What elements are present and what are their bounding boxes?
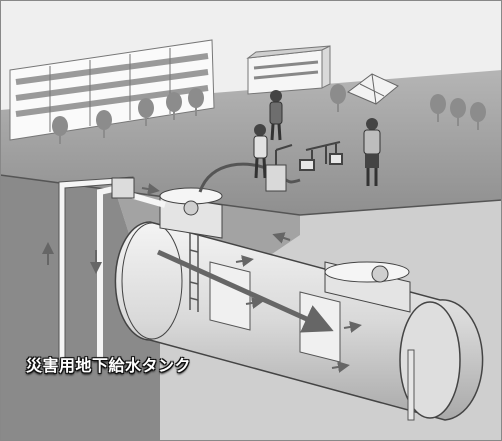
person-icon	[253, 124, 268, 179]
tree-icon	[430, 94, 446, 122]
tree-icon	[138, 98, 154, 126]
tree-icon	[330, 84, 346, 112]
tree-icon	[450, 98, 466, 126]
school-building-far	[246, 45, 331, 95]
trees	[52, 84, 486, 144]
valve-box	[111, 177, 135, 199]
hand-pump-icon	[265, 144, 293, 192]
person-icon	[269, 90, 283, 141]
flow-arrow-icon	[343, 321, 362, 333]
flow-arrow-icon	[331, 361, 350, 373]
tree-icon	[470, 102, 486, 130]
tree-icon	[52, 116, 68, 144]
faucet-stand-icon	[299, 141, 343, 171]
tree-icon	[188, 88, 204, 116]
tree-icon	[166, 92, 182, 120]
flow-arrow-icon	[245, 297, 264, 309]
tank-end-cap	[399, 301, 461, 419]
flow-arrow-icon	[235, 255, 254, 267]
flow-arrows	[42, 183, 362, 373]
tree-icon	[96, 110, 112, 138]
person-icon	[363, 118, 381, 186]
flow-arrow-icon	[156, 249, 334, 333]
people	[253, 90, 381, 186]
flow-arrow-icon	[141, 183, 160, 195]
flow-arrow-icon	[272, 232, 291, 244]
diagram-caption: 災害用地下給水タンク	[26, 356, 192, 375]
tent-icon	[347, 73, 399, 105]
